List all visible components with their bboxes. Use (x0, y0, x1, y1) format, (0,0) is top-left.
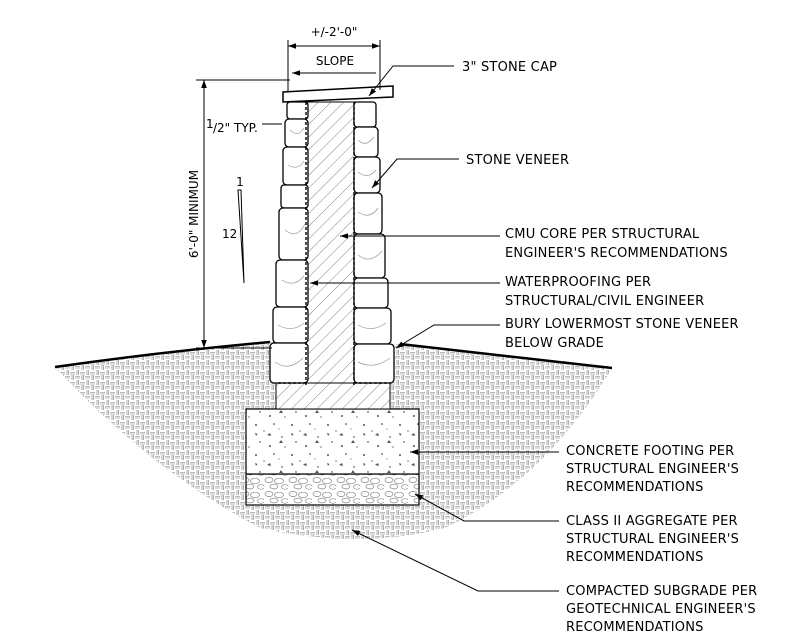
stone-veneer-right (353, 101, 395, 384)
width-label: +/-2'-0" (311, 25, 358, 39)
stone-veneer-left (269, 101, 309, 384)
callout-leaders (310, 65, 559, 592)
column-stem (275, 382, 391, 410)
stone-cap-label: 3" STONE CAP (462, 60, 557, 75)
typ-joint-note: 1 /2" TYP. (206, 117, 282, 135)
batter-rise-label: 1 (236, 175, 244, 189)
finished-grade-line (54, 340, 613, 370)
cmu-core (305, 101, 357, 410)
stone-cap (282, 85, 394, 103)
subgrade-label: COMPACTED SUBGRADE PER GEOTECHNICAL ENGI… (566, 584, 762, 635)
bury-veneer-label: BURY LOWERMOST STONE VENEER BELOW GRADE (505, 317, 743, 351)
typ-label-frac: /2" TYP. (213, 121, 258, 135)
waterproofing-label: WATERPROOFING PER STRUCTURAL/CIVIL ENGIN… (505, 275, 704, 309)
width-dimension: +/-2'-0" SLOPE (287, 25, 381, 92)
cmu-core-label: CMU CORE PER STRUCTURAL ENGINEER'S RECOM… (505, 227, 728, 261)
slope-label: SLOPE (316, 54, 354, 68)
concrete-footing (245, 408, 420, 475)
batter-run-label: 12 (222, 227, 237, 241)
batter-ratio: 1 12 (222, 175, 245, 284)
waterproofing-membrane (276, 102, 390, 385)
aggregate-base (245, 473, 420, 506)
typ-label-whole: 1 (206, 117, 214, 131)
concrete-footing-label: CONCRETE FOOTING PER STRUCTURAL ENGINEER… (566, 444, 743, 495)
height-dimension: 6'-0" MINIMUM (187, 79, 290, 349)
height-label: 6'-0" MINIMUM (187, 170, 201, 258)
stone-veneer-label: STONE VENEER (466, 153, 569, 168)
aggregate-label: CLASS II AGGREGATE PER STRUCTURAL ENGINE… (566, 514, 743, 565)
